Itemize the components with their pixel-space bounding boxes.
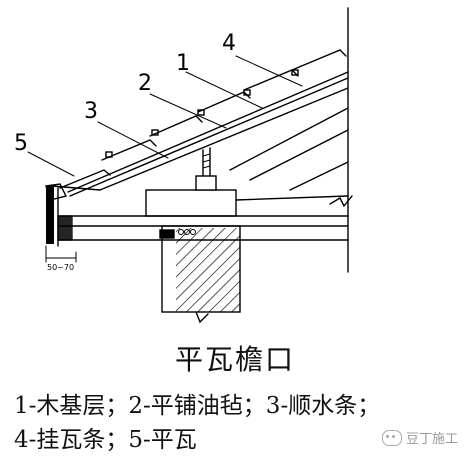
inner-slope-2 [249,129,349,181]
watermark-text: 豆丁施工 [405,432,458,447]
callout-5: 5 [14,131,28,156]
dimension-label: 50~70 [47,263,74,272]
strut [195,175,217,191]
legend-line-2: 4-挂瓦条；5-平瓦 [14,427,197,453]
callout-2: 2 [138,71,152,96]
wechat-icon [381,429,402,446]
callout-3: 3 [84,99,98,124]
fascia-board [46,186,54,244]
callout-1: 1 [176,51,190,76]
break-mark [329,195,353,208]
inner-slope-3 [289,161,349,191]
leader-3 [97,121,169,159]
rafter-bottom [99,87,349,191]
drawing-title: 平瓦檐口 [174,343,295,376]
legend-line-1: 1-木基层；2-平铺油毡；3-顺水条； [14,393,381,419]
rafter-top [67,71,349,193]
tile-rows [59,49,347,189]
wall-plate [145,189,237,217]
watermark: 豆丁施工 [381,428,458,447]
leader-4 [235,55,303,87]
felt-layer [69,77,349,197]
leader-2 [149,93,227,129]
leader-5 [27,151,75,177]
callout-4: 4 [222,31,236,56]
leader-1 [185,71,263,109]
inner-slope-1 [229,107,349,171]
